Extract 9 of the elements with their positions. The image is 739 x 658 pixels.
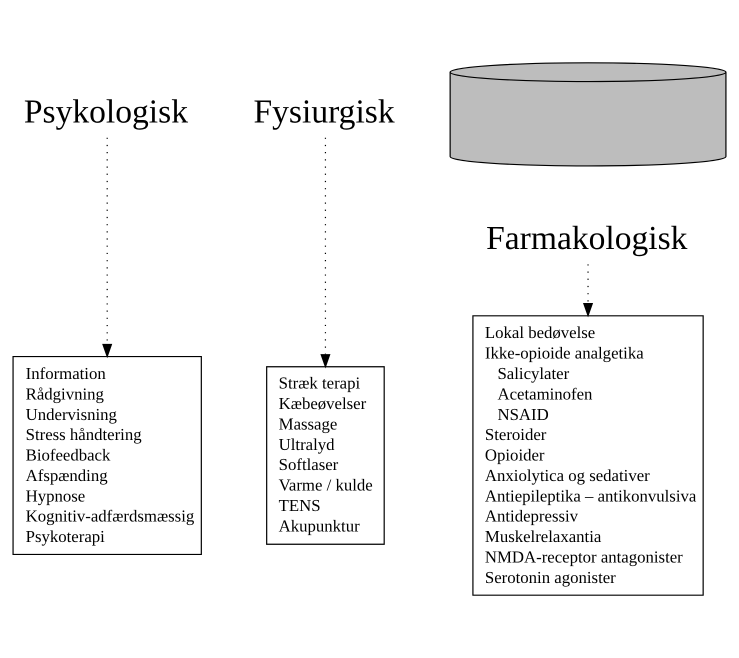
arrow — [102, 138, 112, 358]
node-text: Farmakologisk — [486, 220, 688, 258]
node-box: Stræk terapi Kæbeøvelser Massage Ultralyd Softlaser Varme / kulde TENS Akupunktur — [266, 366, 385, 545]
node-text: Fysiurgisk — [253, 94, 395, 131]
node-text: Psykologisk — [24, 94, 188, 131]
arrow — [583, 264, 594, 318]
node-box: Information Rådgivning Undervisning Stress håndtering Biofeedback Afspænding Hypnose Kognitiv-adfærdsmæssig Psykoterapi — [12, 356, 202, 556]
arrow — [320, 138, 330, 368]
node-box: Lokal bedøvelse Ikke-opioide analgetika Salicylater Acetaminofen NSAID Steroider Opioider Anxiolytica og sedativer Antiepileptika – antikonvulsiva Antidepressiv Muskelrelaxantia NMDA-receptor antagonister Serotonin agonister — [472, 315, 704, 596]
